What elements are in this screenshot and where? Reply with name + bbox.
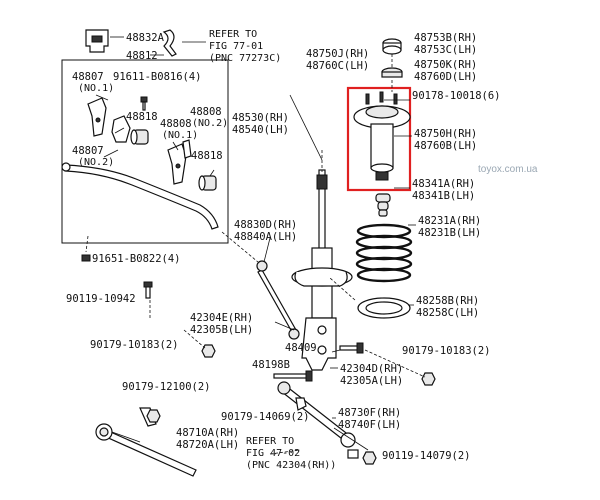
bolt-91611	[140, 96, 148, 111]
highlight-box-mount	[346, 86, 412, 192]
label-48808-no2-note: (NO.2)	[192, 118, 228, 129]
bracket-90179-12100	[146, 409, 161, 423]
label-48808-no1-note: (NO.1)	[162, 130, 198, 141]
label-refer-fig-47-02-c: (PNC 42304(RH))	[246, 460, 336, 471]
label-90179-10183-right: 90179-10183(2)	[402, 345, 491, 357]
label-90179-12100: 90179-12100(2)	[122, 381, 211, 393]
label-90119-10942: 90119-10942	[66, 293, 136, 305]
bolt-48409	[339, 342, 364, 354]
label-48812: 48812	[126, 50, 158, 62]
label-48540: 48540(LH)	[232, 124, 289, 136]
label-90178: 90178-10018(6)	[412, 90, 501, 102]
nut-48750k	[381, 67, 403, 78]
label-48807-no2-note: (NO.2)	[78, 157, 114, 168]
label-48818-lower: 48818	[191, 150, 223, 162]
label-48198b: 48198B	[252, 359, 290, 371]
label-refer-fig-77-01-b: FIG 77-01	[209, 41, 263, 52]
upper-mount-48750h	[353, 91, 411, 181]
bushing-48818-lower	[198, 175, 217, 191]
label-48258c: 48258C(LH)	[416, 307, 479, 319]
label-48818-upper: 48818	[126, 111, 158, 123]
label-48750j: 48750J(RH)	[306, 48, 369, 60]
label-refer-fig-77-01-c: (PNC 77273C)	[209, 53, 281, 64]
bushing-48818-upper	[130, 129, 149, 145]
label-48750k: 48750K(RH)	[414, 59, 477, 71]
label-48530: 48530(RH)	[232, 112, 289, 124]
label-48341b: 48341B(LH)	[412, 190, 475, 202]
bracket-48832a	[85, 29, 109, 53]
label-42305b: 42305B(LH)	[190, 324, 253, 336]
cap-48753b	[382, 38, 402, 55]
label-48807-no2: 48807	[72, 145, 104, 157]
label-48231b: 48231B(LH)	[418, 227, 481, 239]
bolt-91651	[81, 254, 91, 262]
label-90119-14079: 90119-14079(2)	[382, 450, 471, 462]
nut-90179-10183-right	[421, 372, 436, 386]
label-refer-fig-47-02-a: REFER TO	[246, 436, 294, 447]
label-42304e: 42304E(RH)	[190, 312, 253, 324]
stabilizer-bar	[61, 162, 219, 230]
label-90179-14069: 90179-14069(2)	[221, 411, 310, 423]
label-48807-no1-note: (NO.1)	[78, 83, 114, 94]
label-48753b: 48753B(RH)	[414, 32, 477, 44]
label-48808-no1: 48808	[160, 118, 192, 130]
bolt-48198b	[273, 370, 313, 382]
label-48258b: 48258B(RH)	[416, 295, 479, 307]
label-91651: 91651-B0822(4)	[92, 253, 181, 265]
label-48730f: 48730F(RH)	[338, 407, 401, 419]
stabilizer-bracket-no2	[167, 139, 192, 185]
bump-stop-48341a	[375, 193, 391, 217]
label-48760b: 48760B(LH)	[414, 140, 477, 152]
label-refer-fig-77-01-a: REFER TO	[209, 29, 257, 40]
stabilizer-bracket-48808-no1	[111, 115, 131, 143]
label-48720a: 48720A(LH)	[176, 439, 239, 451]
label-48832a: 48832A	[126, 32, 165, 44]
label-48409: 48409	[285, 342, 317, 354]
label-48830d: 48830D(RH)	[234, 219, 297, 231]
label-refer-fig-47-02-b: FIG 47-02	[246, 448, 300, 459]
stabilizer-bracket-no1	[87, 97, 107, 137]
nut-90179-10183-left	[201, 344, 216, 358]
bolt-90119-10942	[143, 281, 153, 299]
label-42305a: 42305A(LH)	[340, 375, 403, 387]
bracket-90179-14069	[295, 397, 307, 411]
label-48231a: 48231A(RH)	[418, 215, 481, 227]
label-48808-no2: 48808	[190, 106, 222, 118]
stabilizer-detail-box	[61, 59, 229, 244]
stabilizer-link-48830d	[256, 260, 300, 340]
label-42304d: 42304D(RH)	[340, 363, 403, 375]
label-90179-10183-left: 90179-10183(2)	[90, 339, 179, 351]
clamp-48812	[162, 29, 177, 57]
label-48740f: 48740F(LH)	[338, 419, 401, 431]
shock-absorber-48530	[291, 169, 353, 371]
label-91611: 91611-B0816(4)	[113, 71, 202, 83]
label-48760c: 48760C(LH)	[306, 60, 369, 72]
watermark: toyox.com.ua	[478, 164, 538, 175]
label-48750h: 48750H(RH)	[414, 128, 477, 140]
label-48760d: 48760D(LH)	[414, 71, 477, 83]
label-48710a: 48710A(RH)	[176, 427, 239, 439]
nut-90119-14079	[347, 449, 377, 465]
spring-seat-48258b	[357, 297, 411, 319]
label-48753c: 48753C(LH)	[414, 44, 477, 56]
label-48840a: 48840A(LH)	[234, 231, 297, 243]
coil-spring-48231a	[355, 223, 413, 283]
label-48807-no1: 48807	[72, 71, 104, 83]
label-48341a: 48341A(RH)	[412, 178, 475, 190]
